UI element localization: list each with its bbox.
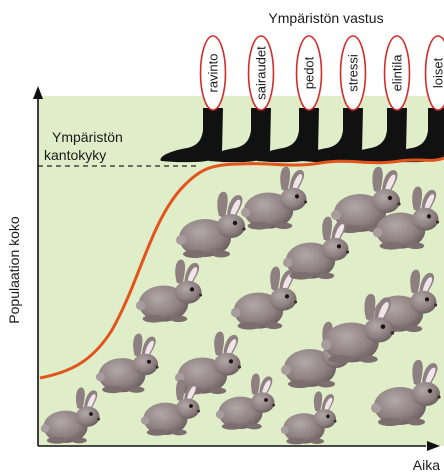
diagram-title: Ympäristön vastus [268,10,383,26]
factor-label: stressi [346,54,361,92]
carrying-capacity-label-line1: Ympäristön [52,129,123,145]
factor-label: pedot [302,56,317,89]
y-axis-arrow [33,86,43,99]
x-axis-label: Aika [413,457,440,473]
carrying-capacity-label-line2: kantokyky [44,147,106,163]
y-axis-label: Populaation koko [6,216,22,324]
factor-label: loiset [431,57,444,88]
factor-label: elintila [390,54,405,92]
factor-label: ravinto [206,53,221,92]
factor-label: sairaudet [254,46,269,100]
